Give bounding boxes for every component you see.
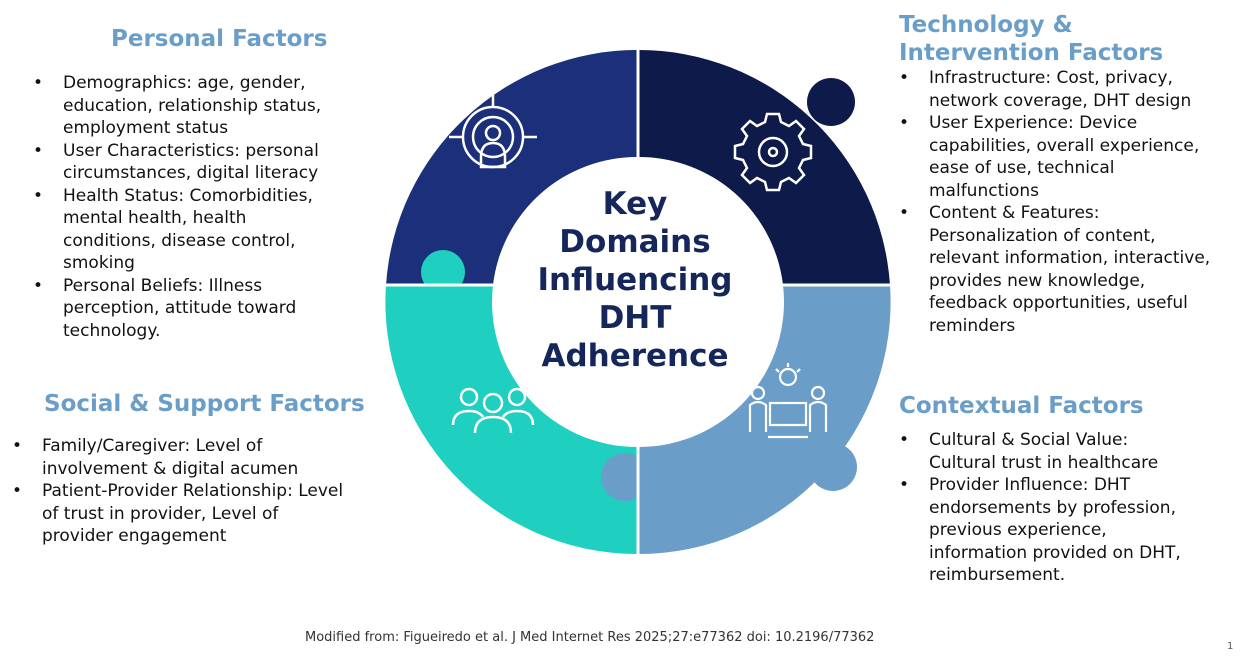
contextual-factors-title: Contextual Factors bbox=[899, 393, 1144, 419]
list-item: Family/Caregiver: Level of involvement &… bbox=[12, 435, 382, 480]
puzzle-knob bbox=[601, 453, 649, 501]
list-item: Infrastructure: Cost, privacy, network c… bbox=[899, 67, 1244, 112]
technology-factors-title: Technology & Intervention Factors bbox=[899, 12, 1164, 66]
list-item: Cultural & Social Value: Cultural trust … bbox=[899, 429, 1244, 474]
list-item: Provider Influence: DHT endorsements by … bbox=[899, 474, 1244, 587]
list-item: Health Status: Comorbidities, mental hea… bbox=[33, 185, 378, 275]
social-quadrant bbox=[385, 285, 638, 555]
puzzle-knob bbox=[809, 443, 857, 491]
list-item: Personal Beliefs: Illness perception, at… bbox=[33, 275, 378, 343]
technology-factors-list: Infrastructure: Cost, privacy, network c… bbox=[899, 67, 1244, 337]
list-item: User Experience: Device capabilities, ov… bbox=[899, 112, 1244, 202]
list-item: Demographics: age, gender, education, re… bbox=[33, 72, 378, 140]
list-item: User Characteristics: personal circumsta… bbox=[33, 140, 378, 185]
social-factors-list: Family/Caregiver: Level of involvement &… bbox=[12, 435, 382, 548]
puzzle-diagram bbox=[383, 47, 893, 557]
center-title: Key Domains Influencing DHT Adherence bbox=[537, 186, 733, 374]
target-person-icon bbox=[449, 93, 537, 169]
puzzle-knob bbox=[421, 250, 465, 294]
personal-factors-title: Personal Factors bbox=[111, 26, 328, 52]
technology-quadrant bbox=[638, 49, 890, 286]
meeting-idea-icon bbox=[748, 363, 828, 439]
personal-factors-list: Demographics: age, gender, education, re… bbox=[33, 72, 378, 342]
source-footer: Modified from: Figueiredo et al. J Med I… bbox=[305, 630, 875, 645]
contextual-factors-list: Cultural & Social Value: Cultural trust … bbox=[899, 429, 1244, 587]
contextual-quadrant bbox=[638, 285, 891, 555]
personal-quadrant bbox=[386, 49, 638, 286]
center-circle bbox=[495, 159, 781, 445]
puzzle-knob bbox=[807, 78, 855, 126]
list-item: Content & Features: Personalization of c… bbox=[899, 202, 1244, 337]
gear-icon bbox=[733, 112, 813, 192]
social-factors-title: Social & Support Factors bbox=[44, 391, 365, 417]
page-number: 1 bbox=[1227, 641, 1234, 652]
group-people-icon bbox=[451, 387, 535, 434]
list-item: Patient-Provider Relationship: Level of … bbox=[12, 480, 382, 548]
